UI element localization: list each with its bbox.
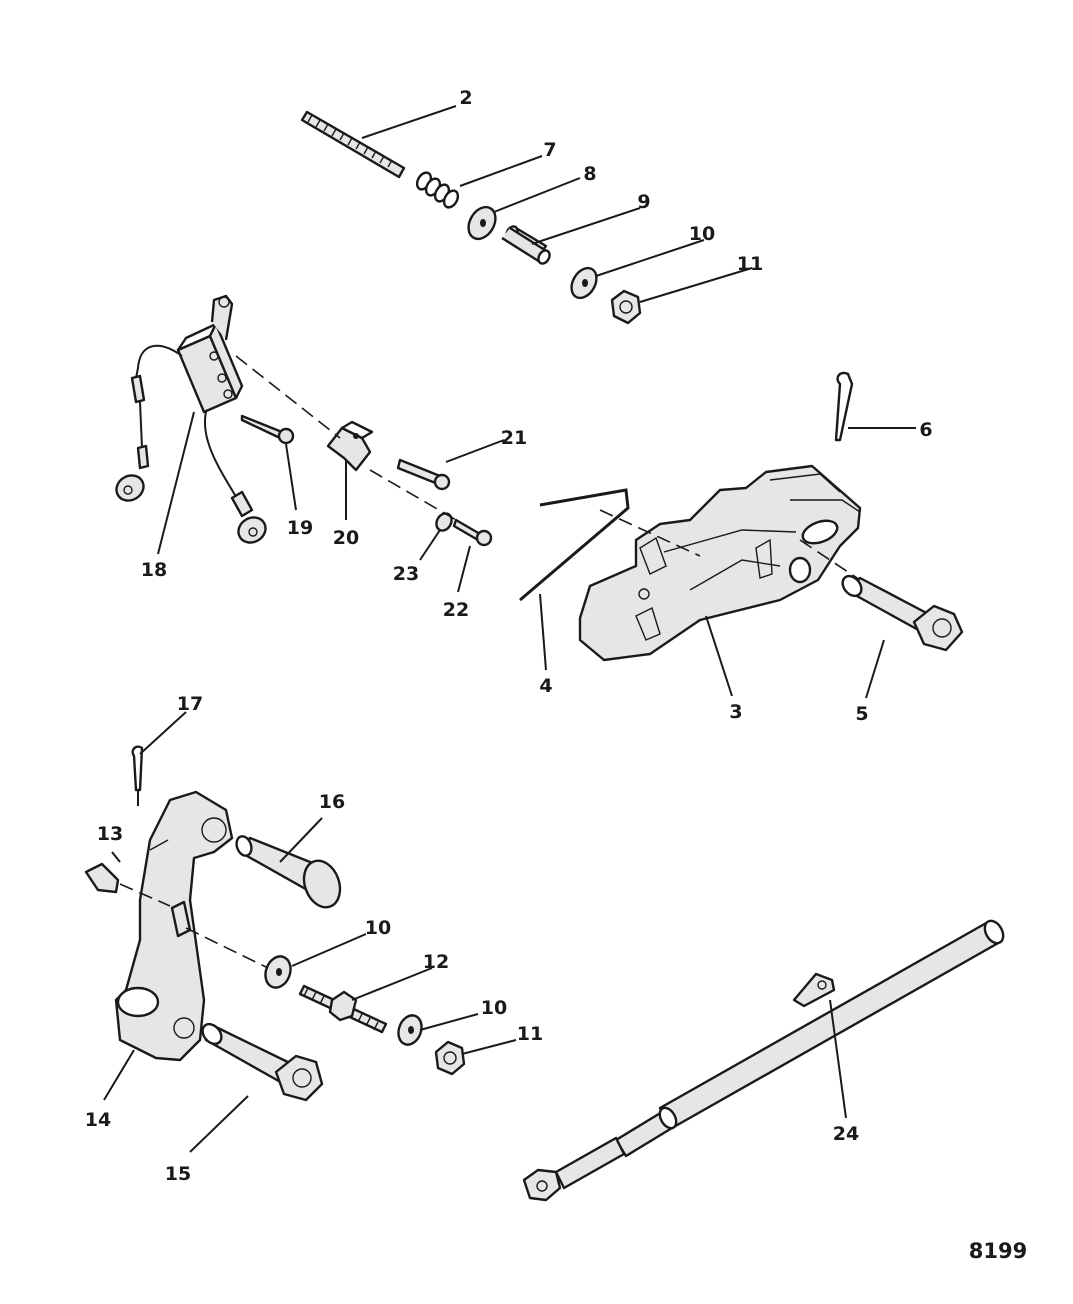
- callout-12: 12: [423, 951, 449, 973]
- part-nut-11b: [434, 1040, 466, 1076]
- callout-11a: 11: [737, 253, 763, 275]
- part-pin-16: [235, 835, 342, 909]
- part-sleeve-9: [501, 225, 551, 265]
- reference-number: 8199: [969, 1239, 1027, 1263]
- callout-16: 16: [319, 791, 345, 813]
- leader-lines: [103, 105, 916, 1153]
- part-washer-8: [467, 205, 497, 241]
- part-cotter-pin-6: [834, 371, 854, 442]
- part-washer-10c: [397, 1014, 423, 1046]
- callout-4: 4: [539, 675, 552, 697]
- part-arm-3: [578, 464, 862, 662]
- part-rod-24: [522, 919, 1005, 1202]
- part-retainer-20: [326, 420, 374, 472]
- callout-5: 5: [855, 703, 868, 725]
- callout-2: 2: [459, 87, 472, 109]
- callout-10b: 10: [365, 917, 391, 939]
- part-screw-19: [240, 414, 295, 445]
- callout-10a: 10: [689, 223, 715, 245]
- callout-3: 3: [729, 701, 742, 723]
- part-stud-12: [298, 984, 388, 1034]
- callout-24: 24: [833, 1123, 859, 1145]
- part-bolt-15: [201, 1022, 324, 1102]
- callout-17: 17: [177, 693, 203, 715]
- part-washer-13: [84, 862, 120, 894]
- part-washer-23: [435, 512, 453, 532]
- callout-18: 18: [141, 559, 167, 581]
- part-rod-4: [519, 488, 630, 602]
- callout-6: 6: [919, 419, 932, 441]
- explosion-lines: [119, 355, 861, 969]
- callout-23: 23: [393, 563, 419, 585]
- part-washer-10a: [570, 266, 598, 300]
- callout-7: 7: [543, 139, 556, 161]
- callout-13: 13: [97, 823, 123, 845]
- callout-14: 14: [85, 1109, 111, 1131]
- callout-labels: 2 7 8 9 10 11 6 21 18 19 20 23 22 4 3 5 …: [85, 87, 933, 1185]
- part-cotter-pin-17: [131, 745, 144, 806]
- part-washer-10b: [264, 955, 292, 989]
- part-screw-22: [452, 518, 493, 547]
- part-lever-14: [114, 790, 234, 1062]
- callout-11b: 11: [517, 1023, 543, 1045]
- callout-20: 20: [333, 527, 359, 549]
- callout-8: 8: [583, 163, 596, 185]
- part-stud-2: [300, 110, 406, 179]
- part-nut-11a: [610, 289, 642, 325]
- callout-9: 9: [637, 191, 650, 213]
- callout-15: 15: [165, 1163, 191, 1185]
- part-spring-7: [415, 171, 460, 209]
- part-switch-18: [115, 294, 267, 544]
- callout-10c: 10: [481, 997, 507, 1019]
- part-bolt-5: [841, 574, 964, 652]
- callout-19: 19: [287, 517, 313, 539]
- callout-21: 21: [501, 427, 527, 449]
- part-screw-21: [396, 458, 451, 491]
- callout-22: 22: [443, 599, 469, 621]
